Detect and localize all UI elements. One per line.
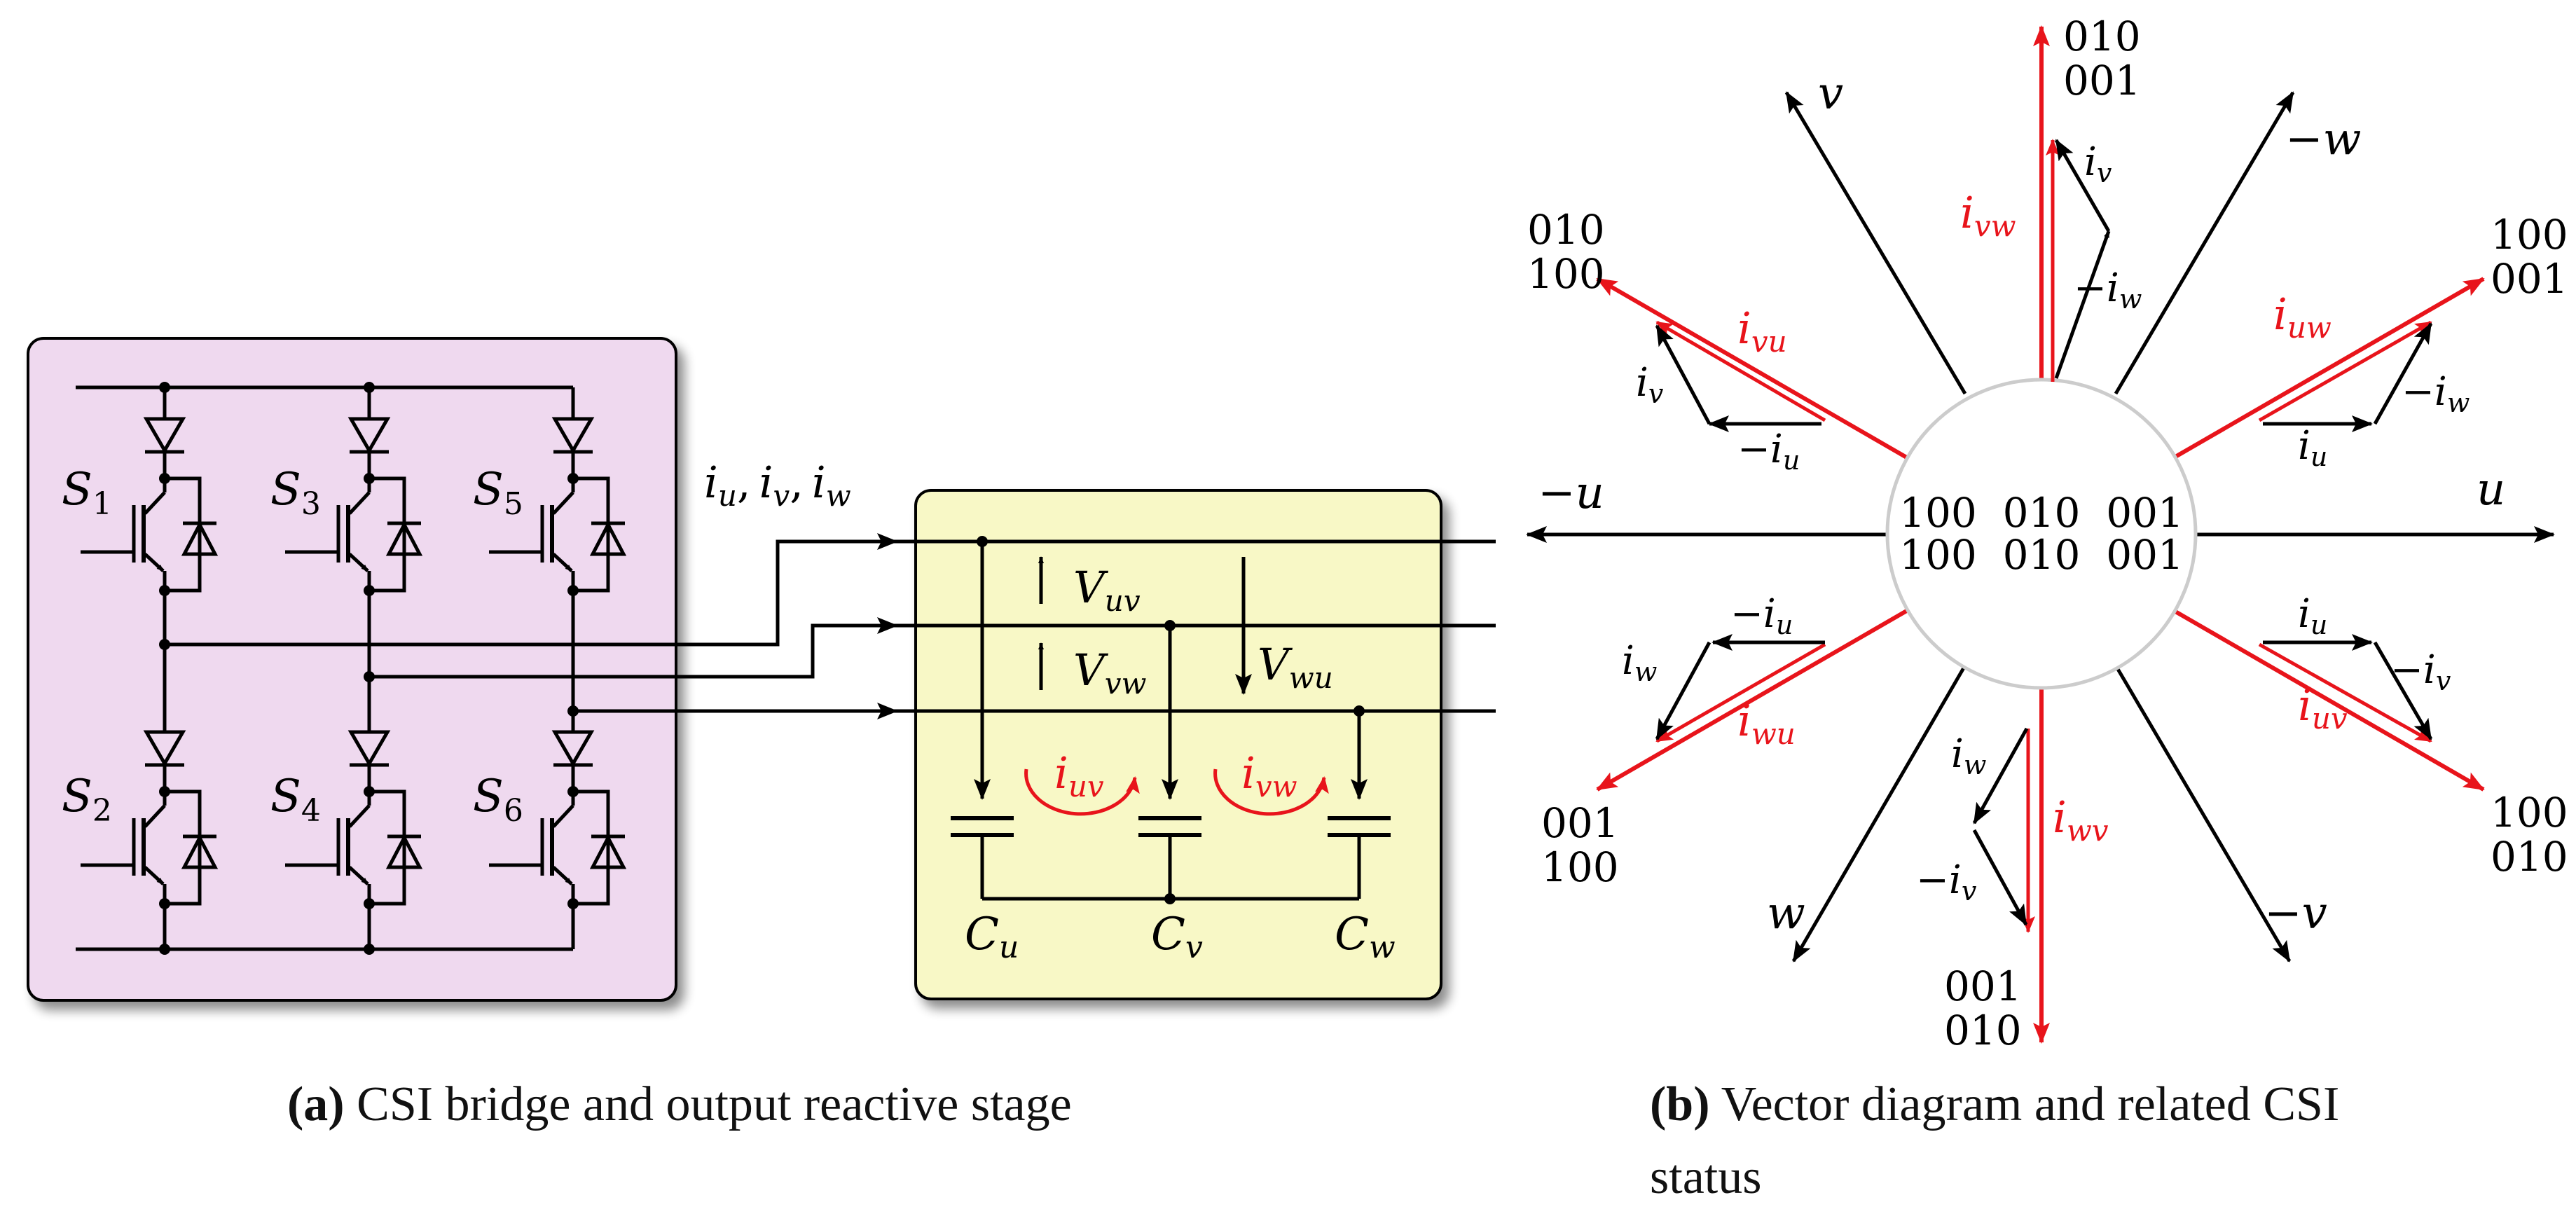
code-ivu-top: 010 bbox=[1527, 206, 1605, 254]
code-ivw-bottom: 001 bbox=[2063, 57, 2141, 104]
caption-b-line2: status bbox=[1650, 1150, 1762, 1204]
center-circle bbox=[1885, 378, 2198, 690]
svg-text:S4: S4 bbox=[270, 771, 321, 829]
switch-label-s3: S bbox=[270, 464, 301, 516]
vector-iwv-label: iwv bbox=[2053, 792, 2109, 848]
code-iuw-top: 100 bbox=[2491, 211, 2568, 258]
comp-top-iv: iv bbox=[2084, 139, 2112, 188]
comp-ur-neg-iw: −iw bbox=[2402, 369, 2470, 418]
vector-iuv-label: iuv bbox=[2298, 680, 2348, 736]
svg-text:S6: S6 bbox=[473, 771, 523, 829]
axis-w-label: w bbox=[1767, 888, 1805, 939]
comp-lr-iu: iu bbox=[2298, 591, 2327, 640]
switch-sub-3: 3 bbox=[301, 486, 321, 522]
center-codes-row1: 100 010 001 bbox=[1899, 489, 2184, 537]
switch-label-s5: S bbox=[473, 464, 504, 516]
comp-bot-iw: iw bbox=[1951, 731, 1986, 780]
vector-iuw-label: iuw bbox=[2273, 289, 2332, 345]
switch-sub-4: 4 bbox=[301, 793, 321, 829]
comp-ur-iu: iu bbox=[2298, 423, 2327, 472]
switch-sub-2: 2 bbox=[92, 793, 112, 829]
vector-iwu-label: iwu bbox=[1737, 695, 1796, 751]
caption-a: (a) CSI bridge and output reactive stage bbox=[287, 1068, 1072, 1141]
loop-current-ivw-label: ivw bbox=[1241, 747, 1297, 803]
center-codes-row2: 100 010 001 bbox=[1899, 531, 2184, 579]
code-iuv-top: 100 bbox=[2491, 789, 2568, 836]
comp-ul-neg-iu: −iu bbox=[1737, 427, 1800, 476]
comp-top-neg-iw: −iw bbox=[2074, 265, 2142, 315]
switch-sub-5: 5 bbox=[504, 486, 523, 522]
capacitor-cv-label: Cv bbox=[1151, 909, 1203, 965]
axis-neg-v-label: −v bbox=[2264, 888, 2327, 939]
switch-sub-6: 6 bbox=[504, 793, 523, 829]
code-iwv-bottom: 010 bbox=[1944, 1007, 2022, 1054]
panel-b: 100 010 001 100 010 001 u −u v −v w bbox=[1526, 13, 2568, 1054]
vector-ivu-label: ivu bbox=[1737, 303, 1787, 359]
loop-current-iuv-label: iuv bbox=[1054, 747, 1104, 803]
switch-label-s4: S bbox=[270, 771, 301, 822]
code-iuw-bottom: 001 bbox=[2491, 255, 2568, 303]
capacitor-cw-label: Cw bbox=[1335, 909, 1396, 965]
voltage-vvw-label: Vvw bbox=[1073, 644, 1147, 701]
voltage-vuv-label: Vuv bbox=[1073, 562, 1141, 618]
comp-ll-iw: iw bbox=[1622, 638, 1657, 687]
caption-a-text: CSI bridge and output reactive stage bbox=[344, 1077, 1072, 1131]
comp-bot-neg-iv: −iv bbox=[1916, 857, 1977, 906]
switch-sub-1: 1 bbox=[92, 486, 112, 522]
axis-neg-u-label: −u bbox=[1538, 467, 1604, 519]
comp-ul-iv: iv bbox=[1636, 360, 1664, 409]
caption-b: (b) Vector diagram and related CSI statu… bbox=[1650, 1068, 2491, 1214]
code-iwu-bottom: 100 bbox=[1541, 843, 1619, 891]
comp-ll-neg-iu: −iu bbox=[1730, 591, 1793, 640]
code-ivu-bottom: 100 bbox=[1527, 250, 1605, 298]
switch-label-s6: S bbox=[473, 771, 504, 822]
code-iwu-top: 001 bbox=[1541, 799, 1619, 847]
axis-neg-w-label: −w bbox=[2285, 113, 2361, 165]
code-ivw-top: 010 bbox=[2063, 13, 2141, 60]
svg-text:S3: S3 bbox=[270, 464, 321, 522]
voltage-vwu-label: Vwu bbox=[1258, 639, 1333, 695]
code-iuv-bottom: 010 bbox=[2491, 833, 2568, 881]
caption-b-line1: Vector diagram and related CSI bbox=[1709, 1077, 2340, 1131]
caption-a-label: (a) bbox=[287, 1077, 345, 1131]
axis-u-label: u bbox=[2477, 464, 2505, 516]
reactive-stage-box bbox=[914, 489, 1442, 1000]
svg-text:S2: S2 bbox=[62, 771, 112, 829]
svg-text:S1: S1 bbox=[62, 464, 112, 522]
vector-ivw-label: ivw bbox=[1960, 187, 2016, 243]
output-currents-label: iu,iv,iw bbox=[704, 457, 851, 513]
axis-v-label: v bbox=[1818, 68, 1843, 120]
code-iwv-top: 001 bbox=[1944, 963, 2022, 1010]
caption-b-label: (b) bbox=[1650, 1077, 1710, 1131]
switch-label-s1: S bbox=[62, 464, 92, 516]
capacitor-cu-label: Cu bbox=[965, 909, 1019, 965]
comp-lr-neg-iv: −iv bbox=[2390, 647, 2451, 696]
panel-a: S1 S3 S5 S2 S4 S6 iu,iv,iw Vuv Vvw Vwu i… bbox=[27, 337, 1496, 1002]
svg-text:S5: S5 bbox=[473, 464, 523, 522]
switch-label-s2: S bbox=[62, 771, 92, 822]
